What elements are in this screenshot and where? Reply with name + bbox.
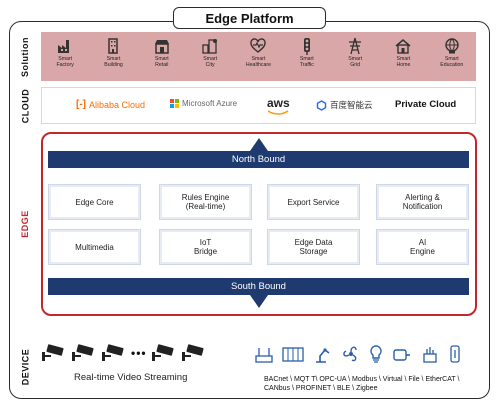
- city-icon: [199, 36, 221, 56]
- home-icon: [392, 36, 414, 56]
- solution-item-grid: Smart Grid: [335, 36, 375, 68]
- plc-module-icon: [282, 347, 304, 362]
- building-icon: [102, 36, 124, 56]
- traffic-light-icon: [296, 36, 318, 56]
- camera-icon: [42, 344, 64, 361]
- solution-item-building: Smart Building: [93, 36, 133, 68]
- camera-icon: [102, 344, 124, 361]
- device-band: ••• Real-time Video Streaming BACnet \ M…: [41, 338, 477, 396]
- module-alerting-notification: Alerting & Notification: [376, 184, 469, 220]
- device-icon-row: [255, 344, 462, 364]
- fan-icon: [343, 346, 357, 362]
- solution-item-city: Smart City: [190, 36, 230, 68]
- robot-arm-icon: [316, 348, 330, 363]
- module-multimedia: Multimedia: [48, 229, 141, 265]
- module-edge-core: Edge Core: [48, 184, 141, 220]
- ellipsis-dots: •••: [131, 346, 147, 360]
- router-icon: [255, 348, 273, 363]
- module-ai-engine: AI Engine: [376, 229, 469, 265]
- cloud-band: [-] Alibaba Cloud Microsoft Azure aws 百度…: [41, 87, 476, 124]
- camera-icon: [151, 344, 174, 361]
- power-tower-icon: [344, 36, 366, 56]
- solution-item-retail: Smart Retail: [142, 36, 182, 68]
- light-bulb-icon: [370, 345, 382, 363]
- education-icon: [441, 36, 463, 56]
- cloud-provider-private: Private Cloud: [395, 99, 457, 110]
- section-label-edge: EDGE: [20, 210, 31, 238]
- solution-item-education: Smart Education: [432, 36, 472, 68]
- cloud-provider-aws: aws: [267, 96, 290, 115]
- retail-icon: [151, 36, 173, 56]
- cloud-provider-baidu: 百度智能云: [316, 99, 373, 111]
- module-export-service: Export Service: [267, 184, 360, 220]
- solution-item-home: Smart Home: [383, 36, 423, 68]
- module-edge-data-storage: Edge Data Storage: [267, 229, 360, 265]
- camera-icon: [72, 344, 94, 361]
- section-label-device: DEVICE: [20, 348, 31, 386]
- north-bound-bar: North Bound: [48, 151, 469, 168]
- aws-smile-icon: [267, 110, 289, 115]
- section-label-solution: Solution: [20, 36, 30, 77]
- cloud-provider-azure: Microsoft Azure: [170, 99, 237, 108]
- sensor-icon: [423, 347, 437, 363]
- healthcare-icon: [247, 36, 269, 56]
- module-rules-engine: Rules Engine (Real-time): [159, 184, 252, 220]
- alibaba-logo-icon: [-]: [76, 99, 86, 110]
- south-arrow-icon: [250, 295, 268, 308]
- camera-icon: [181, 344, 204, 361]
- video-streaming-label: Real-time Video Streaming: [74, 372, 188, 383]
- motor-icon: [393, 349, 410, 361]
- solution-item-traffic: Smart Traffic: [287, 36, 327, 68]
- solution-item-healthcare: Smart Healthcare: [238, 36, 278, 68]
- north-arrow-icon: [250, 138, 268, 151]
- diagram-title: Edge Platform: [173, 7, 326, 29]
- solution-item-factory: Smart Factory: [45, 36, 85, 68]
- cloud-provider-alibaba: [-] Alibaba Cloud: [76, 99, 146, 110]
- microsoft-logo-icon: [170, 99, 179, 108]
- section-label-cloud: CLOUD: [20, 88, 30, 123]
- solution-band: Smart Factory Smart Building Smart Retai…: [41, 32, 476, 81]
- camera-row: •••: [41, 344, 207, 362]
- meter-icon: [450, 345, 460, 363]
- factory-icon: [54, 36, 76, 56]
- baidu-cloud-logo-icon: [316, 99, 327, 111]
- module-iot-bridge: IoT Bridge: [159, 229, 252, 265]
- south-bound-bar: South Bound: [48, 278, 469, 295]
- protocol-list: BACnet \ MQT T\ OPC-UA \ Modbus \ Virtua…: [264, 376, 460, 392]
